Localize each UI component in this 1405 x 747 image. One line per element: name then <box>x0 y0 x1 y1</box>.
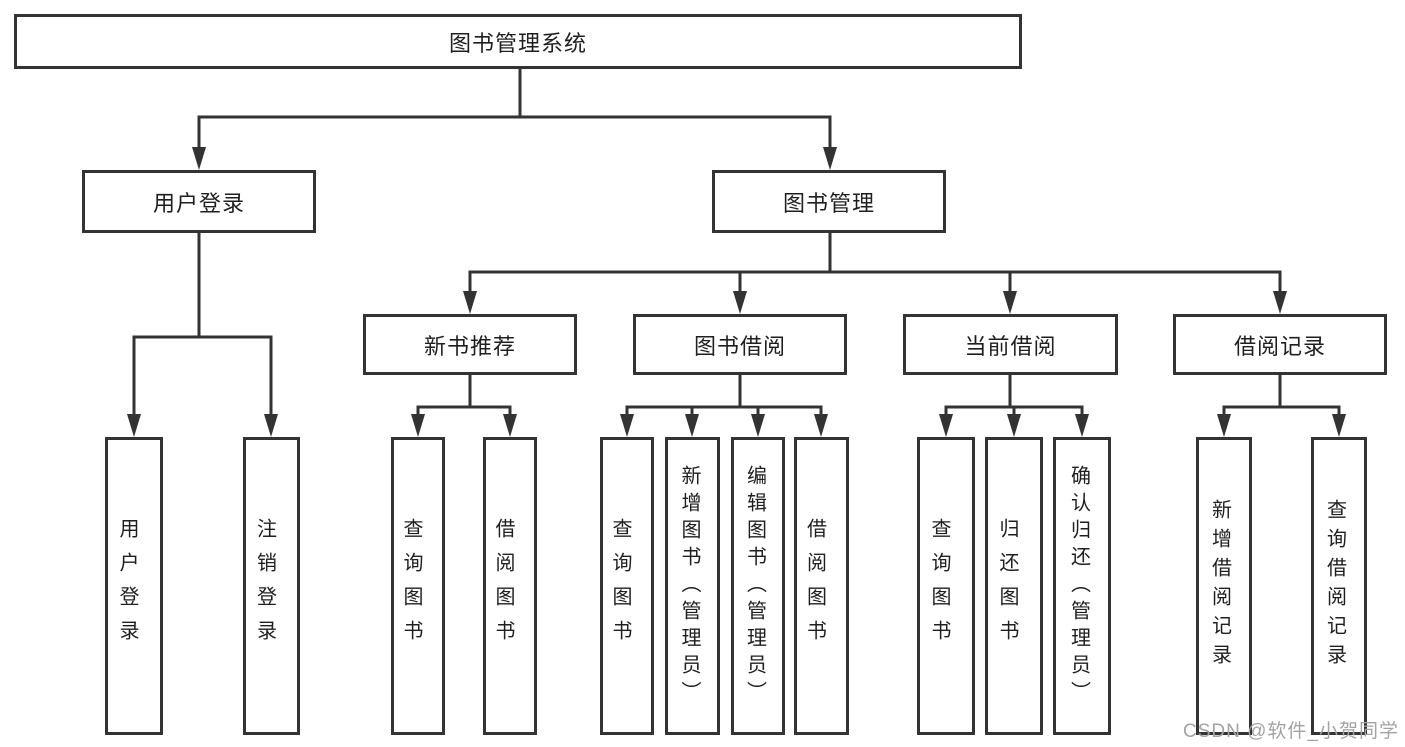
node-label: 编辑图书（管理员） <box>743 464 766 708</box>
node-label: 图书管理系统 <box>448 30 587 56</box>
node-new-book-recommendation: 新书推荐 <box>363 314 577 375</box>
node-label: 查询图书 <box>609 518 631 654</box>
leaf-add-books-admin: 新增图书（管理员） <box>665 437 720 735</box>
leaf-borrow-books: 借阅图书 <box>483 437 537 735</box>
leaf-logout: 注销登录 <box>243 437 300 735</box>
node-label: 用户登录 <box>116 518 138 654</box>
node-label: 注销登录 <box>253 518 276 654</box>
node-book-borrowing: 图书借阅 <box>633 314 847 375</box>
leaf-edit-books-admin: 编辑图书（管理员） <box>731 437 785 735</box>
node-label: 查询图书 <box>928 518 950 654</box>
node-label: 确认归还（管理员） <box>1067 464 1090 708</box>
node-borrowing-records: 借阅记录 <box>1173 314 1387 375</box>
node-book-management: 图书管理 <box>712 170 946 233</box>
node-label: 图书管理 <box>782 190 875 216</box>
leaf-user-login: 用户登录 <box>105 437 163 735</box>
leaf-query-books: 查询图书 <box>600 437 654 735</box>
leaf-add-borrow-record: 新增借阅记录 <box>1196 437 1252 735</box>
node-label: 查询借阅记录 <box>1323 499 1346 673</box>
leaf-query-books: 查询图书 <box>917 437 975 735</box>
node-label: 用户登录 <box>152 190 245 216</box>
node-label: 新书推荐 <box>423 333 516 359</box>
node-label: 归还图书 <box>996 518 1018 654</box>
node-label: 借阅图书 <box>803 518 826 654</box>
node-label: 借阅记录 <box>1233 333 1326 359</box>
tree-edges <box>132 67 1341 420</box>
leaf-borrow-books: 借阅图书 <box>794 437 849 735</box>
node-label: 新增图书（管理员） <box>678 464 700 708</box>
arrowhead-icons <box>127 147 1346 437</box>
leaf-return-books: 归还图书 <box>985 437 1043 735</box>
node-library-management-system: 图书管理系统 <box>14 14 1022 69</box>
leaf-query-books: 查询图书 <box>391 437 445 735</box>
node-label: 当前借阅 <box>964 333 1057 359</box>
node-user-login: 用户登录 <box>82 170 316 233</box>
leaf-confirm-return-admin: 确认归还（管理员） <box>1053 437 1111 735</box>
node-label: 查询图书 <box>400 518 422 654</box>
csdn-watermark: CSDN @软件_小贺同学 <box>1183 721 1399 742</box>
node-label: 图书借阅 <box>693 333 786 359</box>
node-label: 借阅图书 <box>492 518 514 654</box>
leaf-query-borrow-record: 查询借阅记录 <box>1311 437 1367 735</box>
node-current-borrowing: 当前借阅 <box>903 314 1118 375</box>
node-label: 新增借阅记录 <box>1208 499 1231 673</box>
